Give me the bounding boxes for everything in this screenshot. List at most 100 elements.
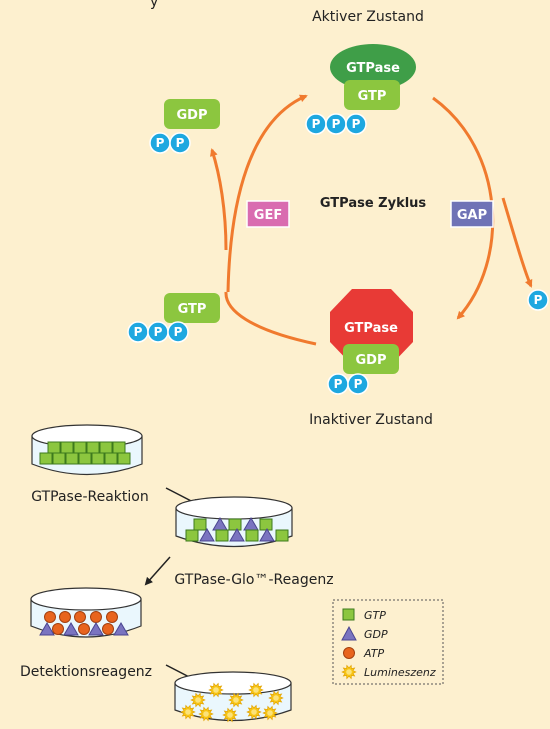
luminescence-sun (180, 704, 196, 720)
gtp-square (275, 529, 289, 542)
luminescence-sun (198, 706, 214, 722)
gdp-triangle (259, 528, 275, 542)
legend-luminescence-label: Lumineszenz (364, 666, 436, 679)
released-phosphate (527, 289, 549, 311)
legend-gdp-swatch (341, 625, 357, 641)
luminescence-sun (341, 664, 357, 680)
gtp-label-active: GTP (358, 89, 387, 104)
cycle-title: GTPase Zyklus (320, 196, 427, 211)
incoming-gtp: GTP P P P (127, 293, 220, 343)
gtpase-label-active: GTPase (346, 61, 400, 76)
gtp-square (86, 441, 100, 454)
luminescence-sun (246, 704, 262, 720)
gdp-box-released (164, 99, 220, 129)
phosphate-label: P (352, 117, 361, 131)
legend: GTP GDP ATP Lumineszenz (332, 599, 444, 685)
legend-atp-label: ATP (363, 647, 384, 660)
atp-circle (90, 611, 102, 623)
step-label-detection: Detektionsreagenz (20, 664, 152, 680)
released-gdp: GDP P P (149, 99, 220, 154)
gtp-square (73, 441, 87, 454)
gtp-square (47, 441, 61, 454)
phosphate-label: P (312, 117, 321, 131)
phosphate (347, 373, 369, 395)
atp-circle (102, 623, 114, 635)
phosphate-label: P (134, 325, 143, 339)
legend-box (332, 599, 444, 685)
phosphate (345, 113, 367, 135)
atp-circle (74, 611, 86, 623)
luminescence-sun (190, 692, 206, 708)
atp-circle (59, 611, 71, 623)
active-state-label: Aktiver Zustand (312, 9, 424, 25)
gdp-label-released: GDP (177, 108, 208, 123)
gef-box (246, 200, 290, 228)
legend-gtp-label: GTP (364, 609, 386, 622)
active-gtpase-complex: GTPase GTP P P P (305, 44, 416, 135)
gdp-triangle (113, 622, 129, 636)
gtp-square (78, 452, 92, 465)
gtp-square (65, 452, 79, 465)
dish-glo-reagent (175, 496, 293, 548)
gdp-triangle (63, 622, 79, 636)
gdp-triangle (39, 622, 55, 636)
luminescence-sun (262, 705, 278, 721)
luminescence-sun (248, 682, 264, 698)
luminescence-sun (222, 707, 238, 723)
gap-box (450, 200, 494, 228)
gtpase-label-inactive: GTPase (344, 321, 398, 336)
gdp-box-inactive (343, 344, 399, 374)
inactive-gtpase-complex: GTPase GDP P P (327, 289, 413, 395)
dish-luminescence (174, 671, 292, 723)
gtp-square (193, 518, 207, 531)
step-label-glo-reagent: GTPase-Glo™-Reagenz (174, 572, 333, 588)
gdp-triangle (199, 528, 215, 542)
partial-heading: y (150, 0, 158, 10)
phosphate (167, 321, 189, 343)
dish-gtpase-reaction (31, 424, 143, 476)
arrow-gdp-release (210, 148, 228, 251)
step-label-reaction: GTPase-Reaktion (31, 489, 148, 505)
phosphate-label: P (174, 325, 183, 339)
gtpase-ellipse (330, 44, 416, 90)
luminescence-sun (208, 682, 224, 698)
inactive-state-label: Inaktiver Zustand (309, 412, 433, 428)
workflow-arrow (144, 556, 171, 586)
gtp-box-incoming (164, 293, 220, 323)
gdp-triangle (88, 622, 104, 636)
cycle-arrows (210, 94, 533, 346)
gef-label: GEF (254, 208, 282, 223)
phosphate-label: P (354, 377, 363, 391)
gtp-square (215, 529, 229, 542)
luminescence-sun (228, 692, 244, 708)
gdp-triangle (229, 528, 245, 542)
gtp-square (112, 441, 126, 454)
phosphates-active: P P P (305, 113, 367, 135)
gtp-square (104, 452, 118, 465)
gtp-square (99, 441, 113, 454)
luminescence-sun (268, 690, 284, 706)
gtp-label-incoming: GTP (178, 302, 207, 317)
phosphate-label: P (156, 136, 165, 150)
arrow-inactive-to-gef (224, 291, 317, 346)
luminescence-markers (180, 682, 284, 723)
gap-label: GAP (457, 208, 487, 223)
atp-circle (44, 611, 56, 623)
legend-gtp-swatch (342, 608, 355, 621)
arrow-phosphate-release (501, 197, 533, 288)
dish-detection (30, 587, 142, 638)
gtp-square (259, 518, 273, 531)
gtp-square (60, 441, 74, 454)
legend-atp-swatch (343, 647, 355, 659)
arrow-gef-to-active (226, 94, 308, 293)
phosphate-label: P (334, 377, 343, 391)
gtp-square (91, 452, 105, 465)
phosphate-label: P (534, 293, 543, 307)
gtp-square (185, 529, 199, 542)
gtp-square (245, 529, 259, 542)
gtp-box-active (344, 80, 400, 110)
phosphate (169, 132, 191, 154)
phosphate-label: P (176, 136, 185, 150)
gtp-square (52, 452, 66, 465)
